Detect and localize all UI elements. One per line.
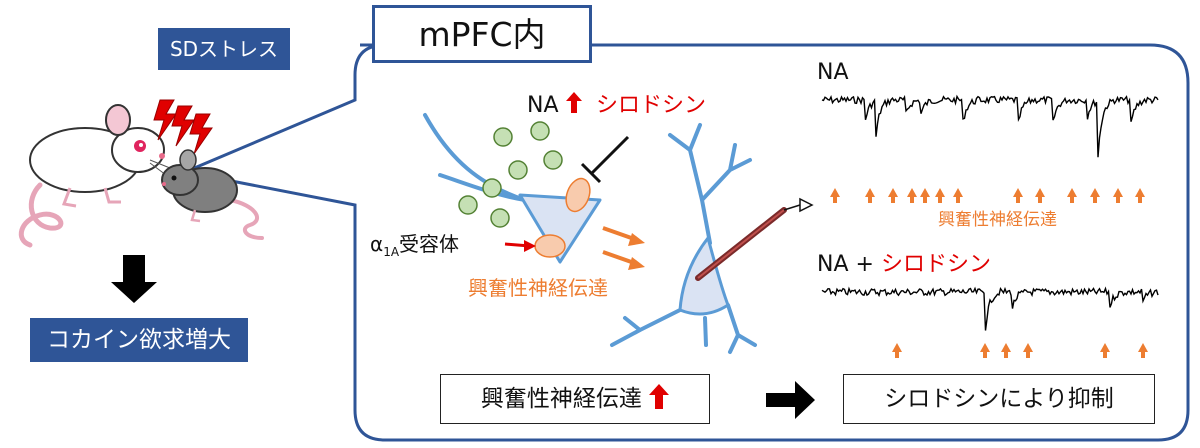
mouse-white-icon [18, 104, 171, 248]
event-marker-na [830, 188, 840, 203]
receptor-pointer-head [524, 240, 536, 252]
trace2-drug: シロドシン [880, 252, 991, 277]
stress-bolt-icon [153, 99, 213, 155]
trace-note: 興奮性神経伝達 [938, 210, 1057, 230]
vesicle [493, 127, 513, 147]
event-marker-na-silodosin [1100, 343, 1110, 358]
drug-label: シロドシン [596, 93, 707, 118]
event-marker-na [953, 188, 963, 203]
inhibition-bar [580, 162, 602, 184]
vesicle [543, 150, 563, 170]
event-marker-na [1135, 188, 1145, 203]
trace1-label: NA [817, 60, 849, 85]
down-arrow-icon [111, 255, 157, 303]
up-arrow-icon [565, 92, 582, 113]
vesicle [490, 208, 510, 228]
inhibition-line [590, 135, 630, 175]
event-marker-na [907, 188, 917, 203]
result-left-box: 興奮性神経伝達 [440, 374, 710, 424]
trace-layer [821, 94, 1159, 358]
vesicle [458, 195, 478, 215]
event-marker-na [1090, 188, 1100, 203]
result-right-box: シロドシンにより抑制 [843, 374, 1155, 424]
receptor-subscript: 1A [383, 245, 400, 259]
receptor-upper [565, 177, 591, 213]
event-marker-na [935, 188, 945, 203]
receptor-alpha: α [370, 232, 384, 256]
vesicle [482, 178, 502, 198]
na-vesicles [458, 121, 563, 228]
result-left-text: 興奮性神経伝達 [480, 386, 642, 412]
trace2-label: NA + シロドシン [817, 254, 991, 276]
event-marker-na [865, 188, 875, 203]
transmission-label: 興奮性神経伝達 [468, 276, 608, 300]
transmission-arrows [602, 226, 645, 270]
event-marker-na [888, 188, 898, 203]
vesicle [508, 160, 528, 180]
trace-na-silodosin [821, 286, 1159, 331]
outcome-label: コカイン欲求増大 [30, 318, 248, 362]
callout-panel [179, 43, 1190, 442]
na-text: NA [527, 93, 559, 118]
event-marker-na [1013, 188, 1023, 203]
event-marker-na-silodosin [892, 343, 902, 358]
right-arrow-icon [766, 381, 815, 419]
event-marker-na-silodosin [1138, 343, 1148, 358]
trace2-prefix: NA + [817, 252, 881, 277]
panel-title: mPFC内 [372, 5, 592, 63]
stress-label: SDストレス [158, 28, 290, 70]
event-marker-na [920, 188, 930, 203]
event-marker-na-silodosin [1001, 343, 1011, 358]
up-arrow-icon [649, 384, 670, 409]
event-marker-na-silodosin [980, 343, 990, 358]
event-marker-na [1113, 188, 1123, 203]
mouse-gray-icon [161, 149, 264, 240]
vesicle [530, 121, 550, 141]
receptor-label: α1A受容体 [370, 234, 459, 258]
event-marker-na [1035, 188, 1045, 203]
electrode-icon [695, 197, 814, 281]
trace-na [821, 94, 1159, 158]
na-label: NA [527, 92, 582, 117]
presynaptic-terminal [518, 193, 602, 264]
receptor-suffix: 受容体 [399, 232, 460, 256]
event-marker-na-silodosin [1023, 343, 1033, 358]
event-marker-na [1067, 188, 1077, 203]
receptor-lower [534, 234, 566, 258]
